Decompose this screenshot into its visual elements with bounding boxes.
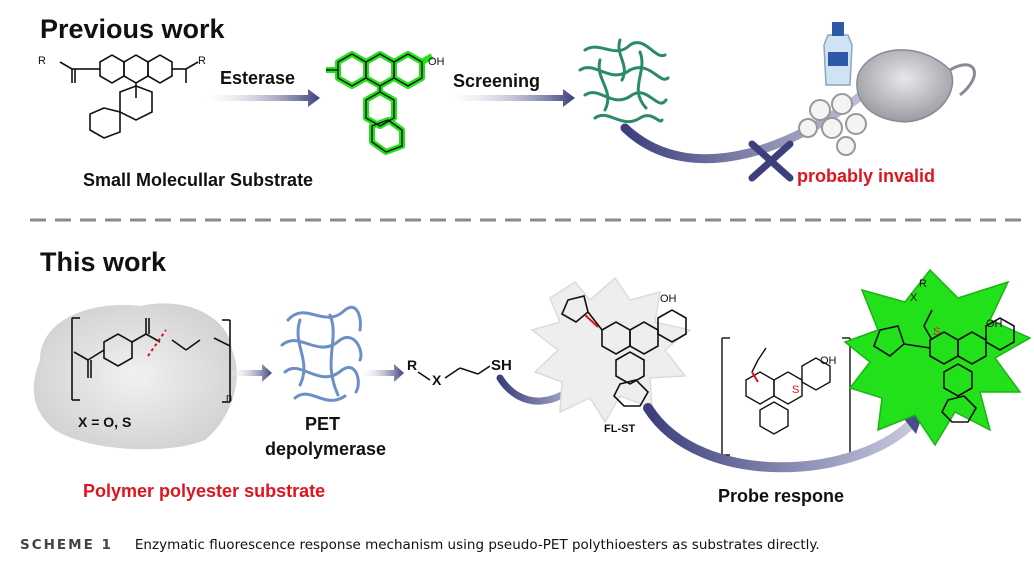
polymer-substrate-label: Polymer polyester substrate xyxy=(83,481,326,501)
invalid-cross-icon xyxy=(748,140,794,182)
fluorescein-molecule-lines xyxy=(326,53,423,153)
product-r-label: R xyxy=(919,278,927,290)
thiol-x-label: X xyxy=(432,372,442,388)
probe-response-arrow xyxy=(643,403,920,473)
fluorescent-product-molecule xyxy=(873,309,1015,423)
figure-caption: SCHEME 1 Enzymatic fluorescence response … xyxy=(20,537,820,553)
probe-oh-label: OH xyxy=(660,293,677,305)
esterase-enzyme-ribbon xyxy=(578,38,670,124)
chem-r-right: R xyxy=(198,55,206,67)
previous-work-heading: Previous work xyxy=(40,14,225,44)
ester-substrate-molecule xyxy=(59,54,199,139)
small-molecular-substrate-label: Small Molecullar Substrate xyxy=(83,170,314,190)
probe-response-label: Probe respone xyxy=(718,486,845,506)
screening-arrow xyxy=(448,89,575,107)
thiol-sh-label: SH xyxy=(491,357,512,374)
pet-label: PET xyxy=(305,414,341,434)
caption-tag: SCHEME 1 xyxy=(20,537,113,553)
cleavage-mark xyxy=(147,329,167,357)
x-equals-label: X = O, S xyxy=(78,414,132,430)
depolymerase-label: depolymerase xyxy=(265,439,387,459)
probably-invalid-label: probably invalid xyxy=(797,166,936,186)
this-work-heading: This work xyxy=(40,247,167,277)
thiol-product xyxy=(417,365,491,381)
fl-st-label: FL-ST xyxy=(604,423,636,435)
probe-star xyxy=(530,276,692,424)
intermediate-oh-label: OH xyxy=(820,355,837,367)
polymer-powder xyxy=(33,303,237,450)
chem-oh-fluorescein: OH xyxy=(428,56,445,68)
to-thiol-arrow xyxy=(362,364,404,382)
chem-r-left: R xyxy=(38,55,46,67)
pet-depolymerase-ribbon xyxy=(280,306,363,402)
thiol-r-label: R xyxy=(407,357,418,373)
intermediate-s-label: S xyxy=(792,384,800,396)
product-s-label: S xyxy=(933,326,941,338)
fluorescein-molecule xyxy=(326,51,434,155)
to-enzyme-arrow xyxy=(232,364,272,382)
polymer-repeat-unit xyxy=(71,317,231,403)
esterase-arrow xyxy=(205,89,320,107)
fluorescent-product-star xyxy=(843,268,1032,447)
product-x-label: X xyxy=(910,292,918,304)
subscript-n: n xyxy=(226,392,233,404)
screening-label: Screening xyxy=(453,71,541,91)
plastic-waste-icon xyxy=(798,22,976,156)
esterase-label: Esterase xyxy=(220,68,296,88)
fl-st-probe-molecule xyxy=(560,295,687,407)
product-oh-label: OH xyxy=(986,318,1003,330)
caption-text: Enzymatic fluorescence response mechanis… xyxy=(134,537,820,553)
